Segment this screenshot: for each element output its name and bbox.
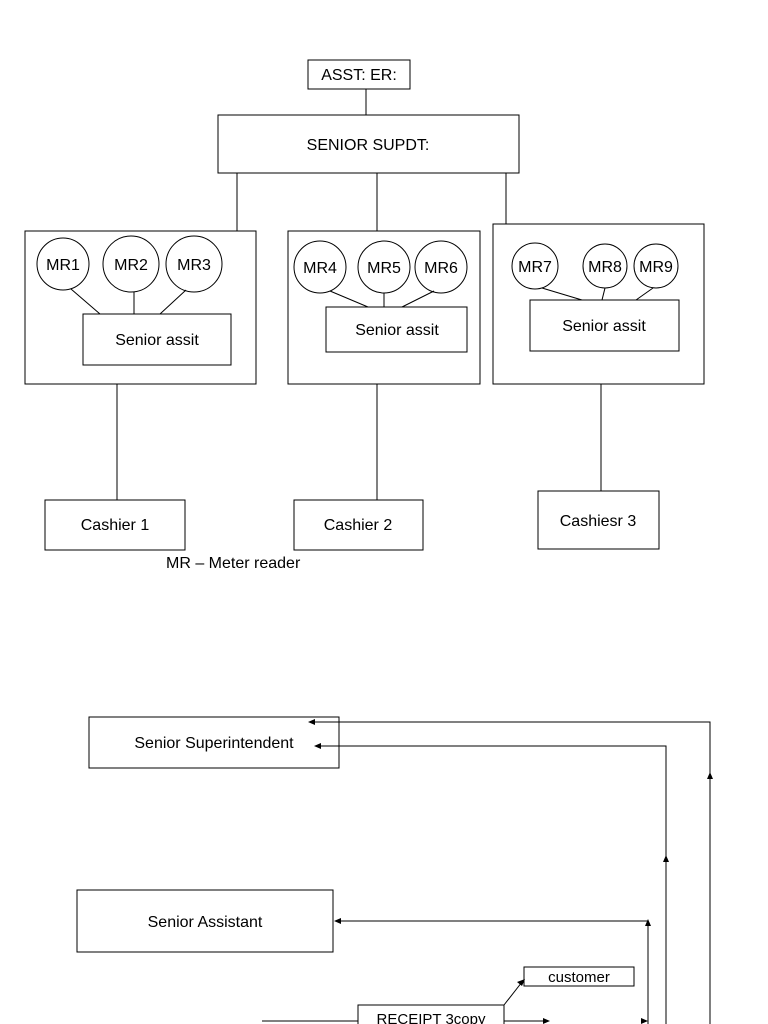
cashier-label: Cashier 2: [324, 517, 393, 534]
group-3: MR7 MR8 MR9 Senior assit Cashiesr 3: [492, 223, 705, 550]
senior-assistant-box: [82, 313, 232, 366]
meter-reader-node: [633, 243, 679, 289]
arrowhead-icon: [543, 1018, 550, 1024]
connector-mr-assist: [541, 287, 583, 301]
senior-assistant-box: [529, 299, 680, 352]
cashier-label: Cashiesr 3: [560, 513, 637, 530]
senior-superintendent-box: [88, 716, 340, 769]
meter-reader-node: [414, 240, 468, 294]
connector-mr-assist: [70, 288, 101, 315]
meter-reader-node: [36, 237, 90, 291]
cashier-box: [537, 490, 660, 550]
group-2: MR4 MR5 MR6 Senior assit Cashier 2: [287, 230, 481, 551]
senior-assistant-flow-box: [76, 889, 334, 953]
connector-mr-assist: [329, 290, 369, 308]
meter-reader-node: [165, 235, 223, 293]
flow-line-outer: [312, 721, 711, 1024]
connector-mr-assist: [159, 289, 187, 315]
senior-superintendent-label: Senior Superintendent: [134, 735, 294, 752]
flow-chart: Senior Superintendent Senior Assistant c…: [76, 716, 713, 1024]
flow-line-receipt-customer: [503, 981, 523, 1006]
legend-text: MR – Meter reader: [166, 555, 301, 572]
arrowhead-icon: [645, 919, 651, 926]
arrowhead-icon: [314, 743, 321, 749]
meter-reader-label: MR5: [367, 260, 401, 277]
cashier-box: [293, 499, 424, 551]
senior-assistant-box: [325, 306, 468, 353]
org-chart: ASST: ER: SENIOR SUPDT: MR1 MR2 MR3 Seni…: [24, 59, 705, 572]
senior-assistant-label: Senior assit: [115, 332, 199, 349]
arrowhead-icon: [663, 855, 669, 862]
senior-supdt-label: SENIOR SUPDT:: [307, 137, 430, 154]
meter-reader-label: MR7: [518, 259, 552, 276]
senior-assistant-flow-label: Senior Assistant: [148, 914, 263, 931]
flow-line-inner: [318, 745, 667, 1024]
senior-assistant-label: Senior assit: [562, 318, 646, 335]
connector-mr-assist: [601, 287, 606, 301]
meter-reader-label: MR1: [46, 257, 80, 274]
senior-assistant-label: Senior assit: [355, 322, 439, 339]
customer-box: [523, 966, 635, 987]
arrowhead-icon: [517, 979, 525, 986]
meter-reader-label: MR3: [177, 257, 211, 274]
receipt-label: RECEIPT 3copy: [377, 1011, 486, 1024]
arrowhead-icon: [641, 1018, 648, 1024]
meter-reader-label: MR2: [114, 257, 148, 274]
connector-mr-assist: [401, 290, 435, 308]
arrowhead-icon: [334, 918, 341, 924]
group-1: MR1 MR2 MR3 Senior assit Cashier 1: [24, 230, 257, 551]
asst-er-box: [307, 59, 411, 90]
senior-supdt-box: [217, 114, 520, 174]
arrowhead-icon: [308, 719, 315, 725]
meter-reader-label: MR6: [424, 260, 458, 277]
cashier-label: Cashier 1: [81, 517, 150, 534]
meter-reader-label: MR9: [639, 259, 673, 276]
asst-er-label: ASST: ER:: [321, 67, 397, 84]
meter-reader-node: [293, 240, 347, 294]
meter-reader-node: [102, 235, 160, 293]
cashier-box: [44, 499, 186, 551]
receipt-box: [357, 1004, 505, 1024]
meter-reader-node: [511, 242, 559, 290]
connector-mr-assist: [635, 287, 654, 301]
customer-label: customer: [548, 969, 610, 986]
meter-reader-label: MR4: [303, 260, 337, 277]
meter-reader-label: MR8: [588, 259, 622, 276]
arrowhead-icon: [707, 772, 713, 779]
